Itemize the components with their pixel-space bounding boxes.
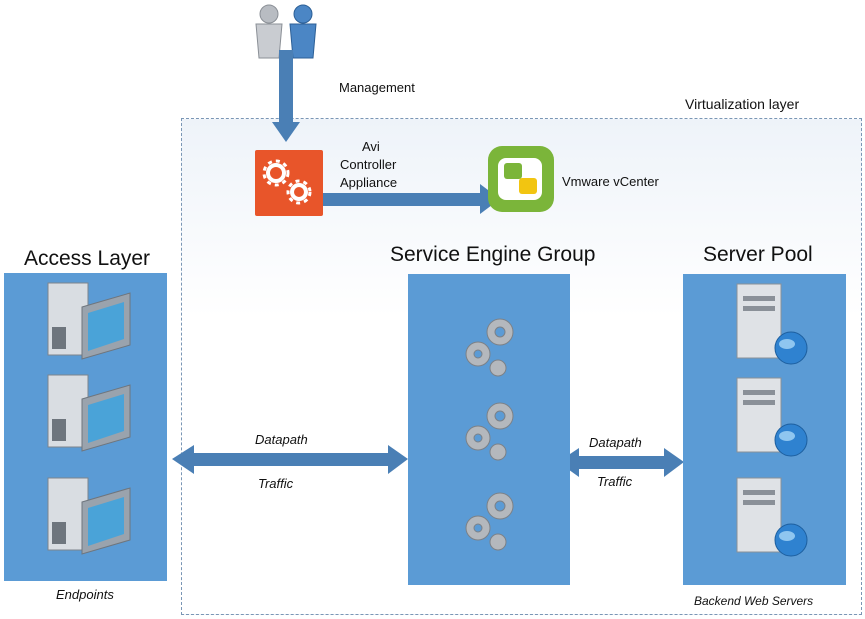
server-globe-icon xyxy=(736,477,808,557)
server-pool-title: Server Pool xyxy=(703,243,813,266)
right-arrow-top-label: Datapath xyxy=(589,435,642,450)
gears-icon xyxy=(465,402,514,461)
vcenter-label: Vmware vCenter xyxy=(562,174,659,189)
access-layer-caption: Endpoints xyxy=(56,587,114,602)
server-globe-icon xyxy=(736,377,808,457)
workstation-icon xyxy=(47,282,131,360)
controller-gears-icon xyxy=(255,150,323,216)
server-globe-icon xyxy=(736,283,808,365)
gears-icon xyxy=(465,318,514,377)
access-layer-panel xyxy=(4,273,167,581)
controller-label-line-1: Avi xyxy=(362,139,380,154)
server-pool-panel xyxy=(683,274,846,585)
left-arrow-bottom-label: Traffic xyxy=(258,476,294,491)
vcenter-icon xyxy=(488,146,554,212)
management-label: Management xyxy=(339,80,415,95)
controller-label-line-2: Controller xyxy=(340,157,397,172)
service-engine-group-title: Service Engine Group xyxy=(390,243,596,266)
left-arrow-top-label: Datapath xyxy=(255,432,308,447)
left-datapath-arrow xyxy=(172,445,408,474)
gears-icon xyxy=(465,492,514,551)
management-arrow xyxy=(272,50,300,142)
users-icon xyxy=(255,4,317,59)
workstation-icon xyxy=(47,374,131,452)
controller-label-line-3: Appliance xyxy=(340,175,398,190)
right-arrow-bottom-label: Traffic xyxy=(597,474,633,489)
service-engine-group-panel xyxy=(408,274,570,585)
workstation-icon xyxy=(47,477,131,555)
controller-label: Avi Controller Appliance xyxy=(340,138,420,192)
server-pool-caption: Backend Web Servers xyxy=(694,594,814,608)
right-datapath-arrow xyxy=(558,448,684,477)
virtualization-layer-label: Virtualization layer xyxy=(685,96,800,112)
access-layer-title: Access Layer xyxy=(24,247,151,270)
